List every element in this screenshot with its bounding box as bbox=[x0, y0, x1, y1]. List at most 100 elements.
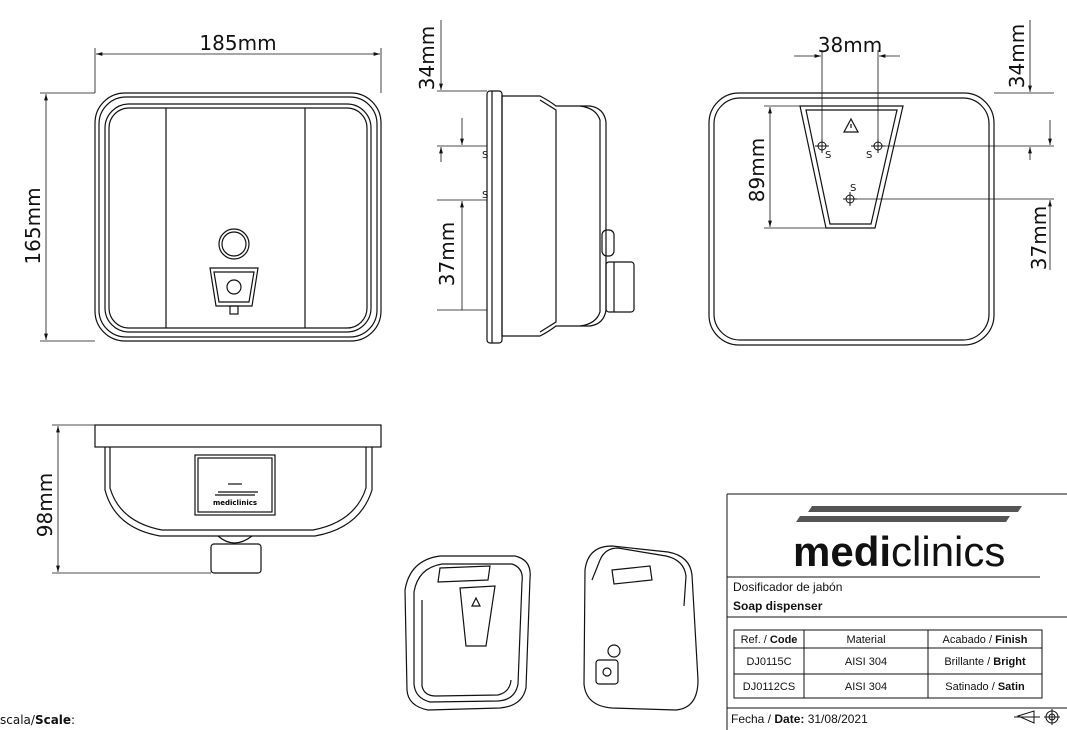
brand-logo-light: clinics bbox=[891, 528, 1005, 575]
side-screw-mark-1: S bbox=[482, 150, 488, 161]
iso-front-side-edge bbox=[591, 559, 601, 581]
back-bracket-inner bbox=[805, 109, 898, 225]
side-screw-mark-2: S bbox=[482, 190, 488, 201]
side-view bbox=[486, 90, 635, 344]
brand-stripe-1 bbox=[808, 506, 1022, 512]
row-1-finish: Brillante / Bright bbox=[944, 656, 1026, 668]
back-inner-outline bbox=[713, 97, 990, 341]
bottom-depth-label: 98mm bbox=[33, 473, 57, 537]
product-name-es: Dosificador de jabón bbox=[733, 580, 842, 594]
header-ref: Ref. / Code bbox=[741, 634, 798, 646]
front-push-button bbox=[209, 267, 259, 307]
header-finish: Acabado / Finish bbox=[943, 634, 1028, 646]
date-prefix: Fecha / bbox=[731, 712, 774, 726]
side-top-offset-label: 34mm bbox=[415, 26, 439, 90]
row-2-finish-bold: Satin bbox=[998, 681, 1025, 693]
iso-front-button-hole bbox=[602, 667, 612, 677]
front-window bbox=[218, 228, 250, 260]
row-2-finish: Satinado / Satin bbox=[945, 681, 1025, 693]
side-body bbox=[501, 95, 607, 337]
front-body bbox=[104, 103, 372, 333]
front-panel bbox=[108, 107, 368, 329]
back-hole-spacing-label: 38mm bbox=[818, 33, 882, 57]
back-screw-mark-3: S bbox=[850, 183, 856, 194]
product-name-en: Soap dispenser bbox=[733, 599, 823, 613]
bottom-label-panel bbox=[194, 454, 276, 516]
back-dimensions bbox=[764, 20, 1054, 270]
bottom-push-button bbox=[210, 543, 262, 574]
back-screw-mark-1: S bbox=[825, 150, 831, 161]
iso-front-button bbox=[595, 659, 619, 685]
front-window-inner bbox=[221, 231, 247, 257]
iso-back-outer bbox=[404, 555, 531, 711]
side-front-curve bbox=[579, 105, 601, 327]
bottom-emboss-logo: mediclinics bbox=[213, 499, 257, 507]
bottom-dimensions bbox=[52, 424, 211, 574]
bottom-label-panel-inner bbox=[197, 457, 273, 513]
row-2-material: AISI 304 bbox=[845, 681, 887, 693]
iso-front-window bbox=[607, 644, 621, 658]
back-view bbox=[708, 92, 995, 346]
row-2-finish-prefix: Satinado / bbox=[945, 681, 998, 693]
back-bracket-height-label: 89mm bbox=[745, 138, 769, 202]
side-dimensions bbox=[437, 20, 487, 311]
front-dimensions bbox=[40, 48, 382, 342]
projection-symbol-icon bbox=[1014, 709, 1060, 725]
front-outer-inner-line bbox=[98, 96, 378, 338]
front-width-label: 185mm bbox=[199, 31, 276, 55]
back-top-offset-label: 34mm bbox=[1005, 24, 1029, 88]
iso-back-view bbox=[404, 555, 531, 711]
row-1-material: AISI 304 bbox=[845, 656, 887, 668]
brand-stripes bbox=[796, 506, 1022, 522]
front-push-button-inner bbox=[213, 271, 255, 303]
iso-back-warning bbox=[471, 596, 481, 607]
row-1-finish-bold: Bright bbox=[993, 656, 1026, 668]
header-ref-prefix: Ref. / bbox=[741, 634, 770, 646]
iso-back-bracket bbox=[459, 585, 496, 647]
side-back-plate bbox=[486, 90, 503, 344]
scale-bold: Scale bbox=[34, 713, 72, 727]
row-1-code: DJ0115C bbox=[746, 656, 791, 668]
date-field: Fecha / Date: 31/08/2021 bbox=[731, 712, 868, 726]
iso-front-view bbox=[583, 545, 699, 711]
iso-front-top-panel bbox=[611, 565, 653, 585]
row-2-code: DJ0112CS bbox=[743, 681, 795, 693]
back-warning-triangle bbox=[842, 117, 860, 133]
brand-logo-bold: medi bbox=[793, 528, 891, 575]
back-screw-mark-2: S bbox=[866, 150, 872, 161]
iso-back-top-panel bbox=[437, 565, 491, 583]
bottom-back-plate bbox=[94, 424, 382, 448]
scale-label: scala/Scale: bbox=[0, 713, 75, 727]
bottom-knob-curve bbox=[217, 535, 253, 544]
front-nozzle bbox=[229, 305, 239, 315]
header-finish-prefix: Acabado / bbox=[943, 634, 996, 646]
iso-front-outer bbox=[583, 545, 699, 711]
scale-suffix: : bbox=[71, 713, 76, 727]
back-bracket bbox=[799, 105, 904, 229]
brand-logo: mediclinics bbox=[793, 528, 1005, 575]
front-height-label: 165mm bbox=[21, 187, 45, 264]
header-finish-bold: Finish bbox=[995, 634, 1028, 646]
back-outer-outline bbox=[708, 92, 995, 346]
iso-back-inner bbox=[413, 563, 523, 703]
header-ref-bold: Code bbox=[770, 634, 798, 646]
bottom-view bbox=[94, 424, 382, 574]
scale-prefix: scala/ bbox=[0, 713, 35, 727]
bottom-body-inner bbox=[109, 447, 367, 531]
title-block-frame bbox=[726, 493, 1067, 730]
header-material: Material bbox=[846, 634, 885, 646]
front-outer-outline bbox=[94, 92, 382, 342]
iso-back-rim bbox=[421, 600, 512, 697]
side-window-knob bbox=[601, 229, 615, 257]
side-bottom-offset-label: 37mm bbox=[435, 222, 459, 286]
bottom-body bbox=[104, 447, 373, 537]
front-button-hole bbox=[226, 279, 242, 295]
back-bottom-offset-label: 37mm bbox=[1027, 206, 1051, 270]
brand-stripe-2 bbox=[796, 516, 1010, 522]
row-1-finish-prefix: Brillante / bbox=[944, 656, 993, 668]
date-label: Date: bbox=[774, 712, 804, 726]
side-body-edge bbox=[539, 99, 557, 333]
date-value: 31/08/2021 bbox=[804, 712, 868, 726]
iso-front-top-edge bbox=[599, 547, 687, 607]
